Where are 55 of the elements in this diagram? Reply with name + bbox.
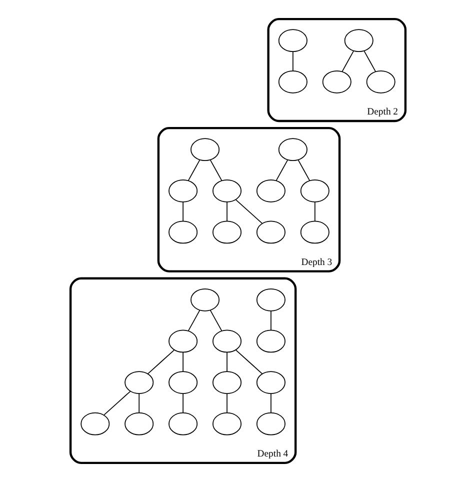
connector (341, 50, 354, 72)
connector (187, 160, 200, 181)
connector (182, 393, 183, 414)
cluster: Depth 3 (156, 126, 340, 272)
connector (234, 350, 262, 374)
node-circle (256, 412, 285, 436)
node-circle (300, 179, 329, 202)
node-circle (256, 179, 285, 202)
node-circle (168, 412, 198, 436)
node-circle (80, 412, 110, 436)
node-circle (212, 220, 242, 244)
connector (270, 393, 271, 414)
node-circle (256, 288, 285, 312)
connector (147, 350, 174, 374)
connector (182, 352, 183, 372)
connector (226, 352, 227, 372)
node-circle (278, 138, 307, 161)
cluster: Depth 2 (266, 18, 406, 122)
node-circle (190, 138, 220, 161)
connector (270, 310, 271, 331)
node-circle (212, 371, 242, 394)
node-circle (344, 29, 373, 52)
connector (187, 310, 200, 332)
node-circle (212, 412, 242, 436)
node-circle (212, 330, 242, 353)
connector (234, 199, 262, 224)
connector (226, 393, 227, 414)
connector (292, 51, 293, 72)
cluster: Depth 4 (68, 277, 296, 464)
node-circle (256, 371, 285, 394)
node-circle (278, 70, 307, 94)
node-circle (256, 330, 285, 353)
node-circle (300, 220, 329, 244)
node-circle (212, 179, 242, 202)
node-circle (124, 412, 154, 436)
connector (182, 202, 183, 222)
node-circle (168, 371, 198, 394)
node-circle (168, 330, 198, 353)
node-circle (278, 29, 307, 52)
node-circle (168, 179, 198, 202)
node-circle (124, 371, 154, 394)
node-circle (168, 220, 198, 244)
connector (314, 202, 315, 222)
connector (226, 202, 227, 222)
connector (209, 160, 222, 181)
connector (275, 160, 288, 181)
connector (297, 160, 310, 181)
connector (103, 390, 130, 416)
connector (209, 310, 222, 332)
connector (363, 50, 376, 72)
connector (138, 393, 140, 414)
node-circle (366, 70, 395, 94)
node-circle (190, 288, 220, 312)
node-circle (256, 220, 285, 244)
node-circle (322, 70, 351, 94)
